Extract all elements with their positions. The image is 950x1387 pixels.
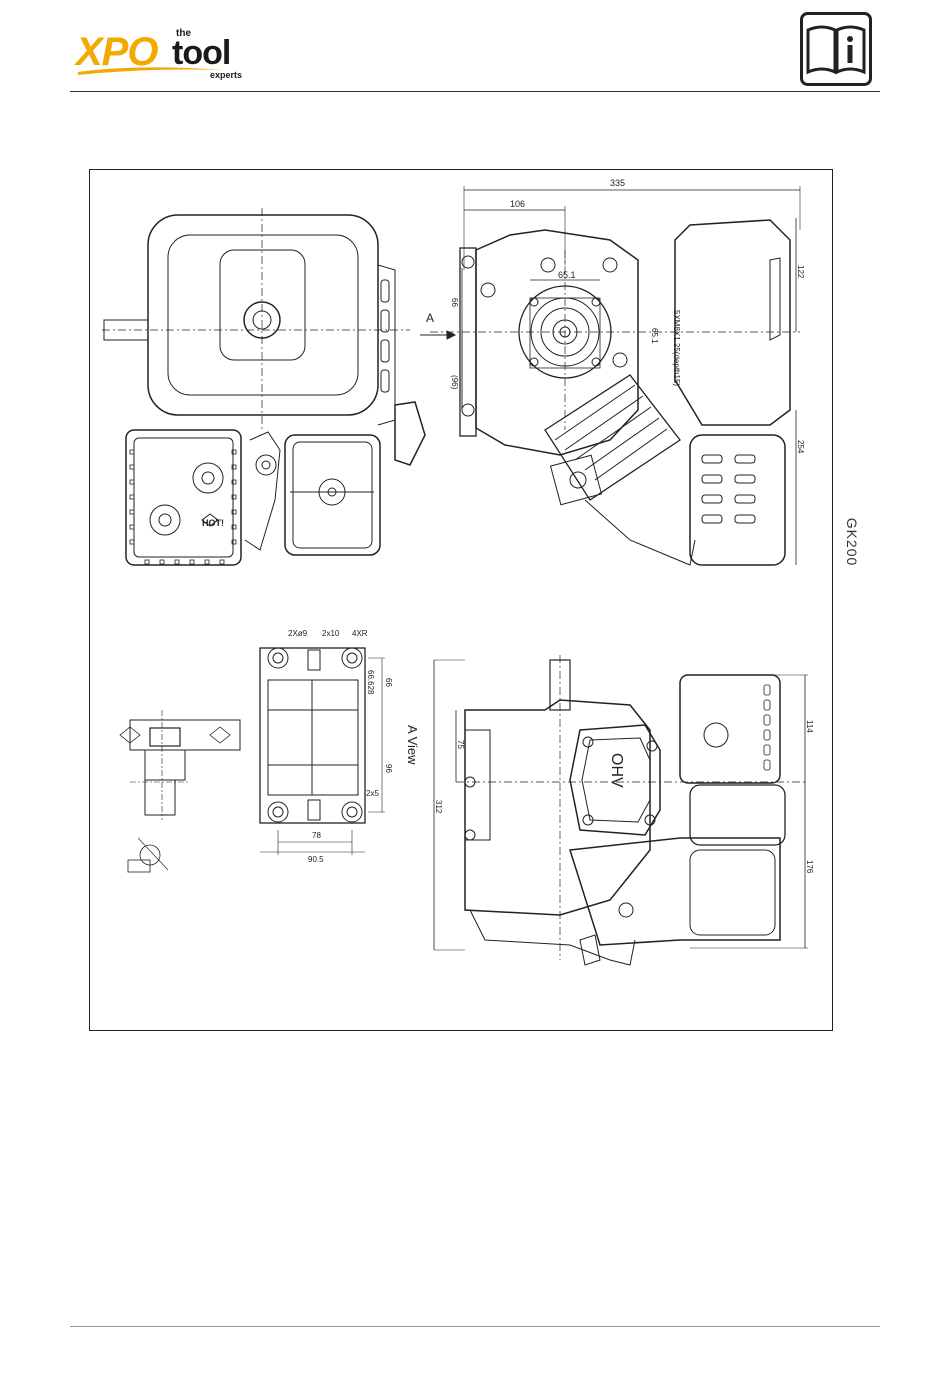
dim-2x10: 2x10 <box>322 629 340 638</box>
a-view-label: A View <box>405 725 420 765</box>
hot-warning-label: HOT! <box>202 518 224 528</box>
dim-65-1b: 65.1 <box>650 328 659 344</box>
a-view: OHV 312 75 114 176 <box>434 655 814 965</box>
dim-4xr: 4XR <box>352 629 368 638</box>
engine-dimension-drawing: 335 106 65.1 A 66 (96) 122 254 65.1 5XM8… <box>89 169 833 1031</box>
dim-2x5: 2x5 <box>366 789 379 798</box>
dim-122: 122 <box>796 265 805 279</box>
xpotool-logo: XPO the tool experts <box>76 28 246 74</box>
dim-65-1: 65.1 <box>558 270 576 280</box>
model-label: GK200 <box>840 512 860 572</box>
dim-106: 106 <box>510 199 525 209</box>
dim-312: 312 <box>434 800 443 814</box>
shaft-detail <box>120 710 240 872</box>
mounting-pattern: 2Xø9 2x10 4XR 66 66.628 96 2x5 78 90.5 A… <box>260 629 420 864</box>
dim-78: 78 <box>312 831 321 840</box>
view-arrow-label: A <box>426 311 434 325</box>
header-divider <box>70 91 880 92</box>
dim-75: 75 <box>456 740 465 749</box>
logo-xpo-text: XPO <box>76 30 157 75</box>
logo-experts-text: experts <box>210 70 242 80</box>
dim-2x9: 2Xø9 <box>288 629 308 638</box>
dim-96: 96 <box>384 764 393 773</box>
dim-335: 335 <box>610 178 625 188</box>
ohv-label: OHV <box>608 753 625 788</box>
drawing-canvas: 335 106 65.1 A 66 (96) 122 254 65.1 5XM8… <box>90 170 831 1029</box>
dim-96-paren: (96) <box>450 375 459 390</box>
top-view <box>102 208 425 565</box>
dim-66: 66 <box>450 298 459 307</box>
dim-66-628: 66.628 <box>366 670 375 695</box>
dim-66b: 66 <box>384 678 393 687</box>
dim-254: 254 <box>796 440 805 454</box>
info-manual-icon <box>800 12 872 86</box>
side-view: 335 106 65.1 A 66 (96) 122 254 65.1 5XM8… <box>420 178 805 565</box>
footer-divider <box>70 1326 880 1327</box>
logo-tool-text: tool <box>172 34 230 73</box>
thread-spec: 5XM8X1.25(depth15) <box>672 310 681 386</box>
dim-90-5: 90.5 <box>308 855 324 864</box>
page-header: XPO the tool experts <box>0 0 950 100</box>
dim-176: 176 <box>805 860 814 874</box>
dim-114: 114 <box>805 720 814 733</box>
